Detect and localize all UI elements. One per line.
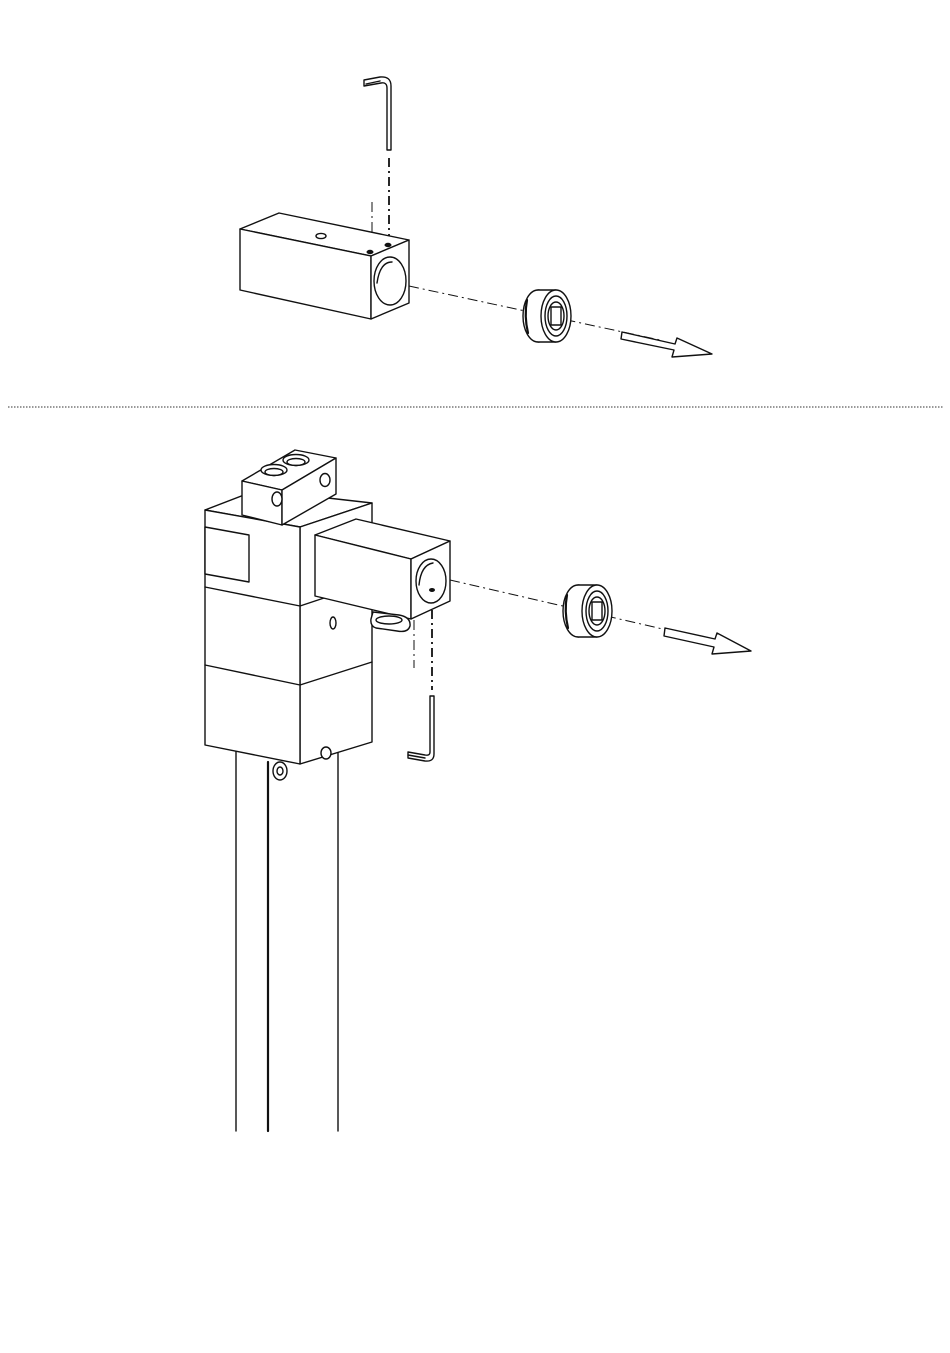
bearing-icon: [523, 290, 571, 342]
support-tubes: [236, 748, 338, 1131]
bearing-icon: [563, 585, 612, 637]
bore-hole: [416, 559, 446, 603]
screw-hole: [367, 250, 374, 254]
upper-assembly: [240, 77, 712, 357]
label-plate: [205, 527, 249, 582]
top-hole: [316, 233, 326, 238]
hex-key-icon: [364, 77, 391, 150]
bottom-screw: [321, 747, 331, 759]
lower-assembly: [205, 450, 751, 1131]
side-hole: [330, 617, 336, 629]
housing-block: [240, 213, 409, 319]
clamp-screw: [272, 492, 282, 506]
bore-hole: [374, 257, 406, 305]
clamp-screw: [320, 474, 330, 487]
hex-key-icon: [408, 696, 434, 761]
bottom-screw: [273, 762, 287, 780]
screw-hole: [385, 243, 392, 247]
direction-arrow-icon: [621, 332, 712, 357]
direction-arrow-icon: [664, 628, 751, 654]
